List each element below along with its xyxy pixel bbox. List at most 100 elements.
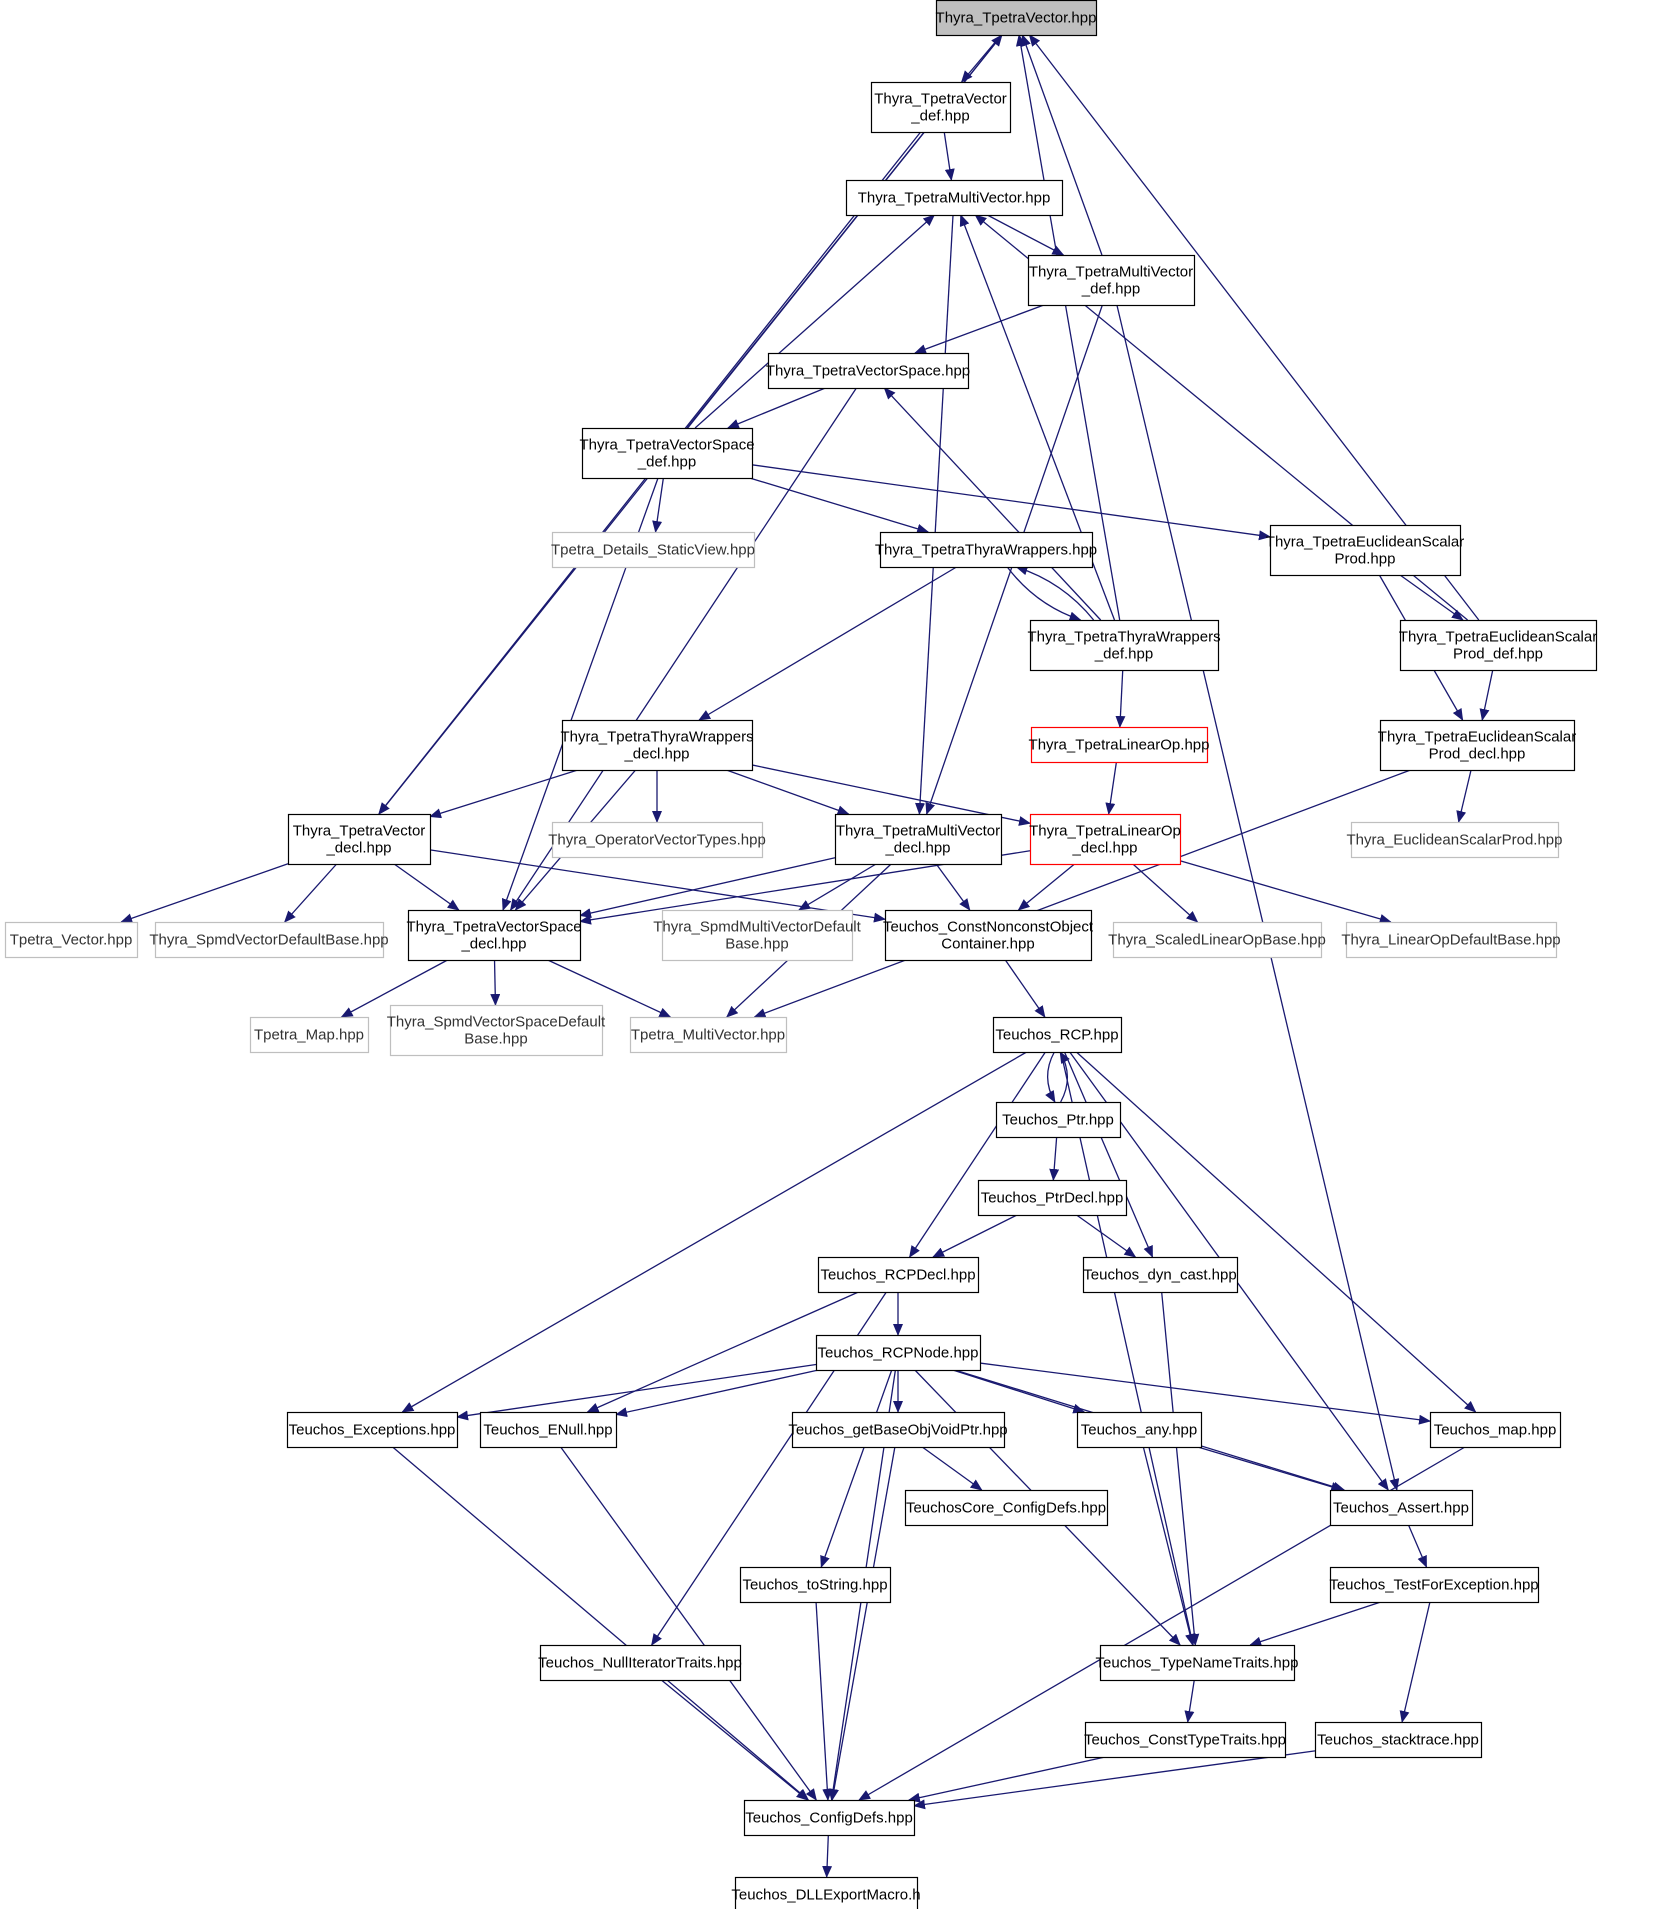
dependency-edge [392, 1446, 810, 1801]
node-label: _decl.hpp [325, 840, 391, 857]
node-label: _decl.hpp [460, 936, 526, 953]
graph-node-tpv-decl[interactable]: Thyra_TpetraVector_decl.hpp [287, 813, 432, 866]
node-label: Prod_decl.hpp [1429, 746, 1526, 763]
dependency-edge [1076, 1214, 1137, 1258]
node-box [479, 1411, 618, 1449]
node-label: Thyra_SpmdMultiVectorDefault [653, 919, 861, 936]
graph-node-any[interactable]: Teuchos_any.hpp [1076, 1411, 1203, 1449]
node-label: Thyra_TpetraThyraWrappers [1027, 629, 1220, 646]
node-label: TeuchosCore_ConfigDefs.hpp [906, 1500, 1106, 1517]
node-label: Teuchos_ConstTypeTraits.hpp [1084, 1732, 1286, 1749]
graph-node-ovt[interactable]: Thyra_OperatorVectorTypes.hpp [548, 821, 766, 859]
graph-node-tpmv-def[interactable]: Thyra_TpetraMultiVector_def.hpp [1027, 254, 1196, 307]
graph-node-tmv[interactable]: Tpetra_MultiVector.hpp [629, 1016, 788, 1054]
graph-node-esp[interactable]: Thyra_EuclideanScalarProd.hpp [1347, 821, 1563, 859]
node-label: Teuchos_Exceptions.hpp [289, 1422, 456, 1439]
dependency-edge [490, 959, 501, 1006]
graph-node-nit[interactable]: Teuchos_NullIteratorTraits.hpp [538, 1644, 742, 1682]
graph-node-slob[interactable]: Thyra_ScaledLinearOpBase.hpp [1108, 921, 1326, 959]
graph-node-map[interactable]: Teuchos_map.hpp [1429, 1411, 1562, 1449]
graph-node-ptrdecl[interactable]: Teuchos_PtrDecl.hpp [977, 1179, 1128, 1217]
graph-node-dyncast[interactable]: Teuchos_dyn_cast.hpp [1082, 1256, 1239, 1294]
dependency-edge [1132, 863, 1199, 923]
graph-node-tpmv[interactable]: Thyra_TpetraMultiVector.hpp [845, 179, 1064, 217]
dependency-edge [393, 863, 460, 911]
node-label: Thyra_TpetraEuclideanScalar [1266, 534, 1464, 551]
graph-node-lodb[interactable]: Thyra_LinearOpDefaultBase.hpp [1341, 921, 1561, 959]
node-box [904, 1489, 1109, 1527]
dependency-edge [1399, 1601, 1431, 1723]
graph-node-tlo-decl[interactable]: Thyra_TpetraLinearOp_decl.hpp [1029, 813, 1182, 866]
node-box [879, 531, 1094, 569]
graph-node-rcp[interactable]: Teuchos_RCP.hpp [992, 1016, 1123, 1054]
node-box [1269, 524, 1462, 577]
graph-node-tnt[interactable]: Teuchos_TypeNameTraits.hpp [1096, 1644, 1299, 1682]
graph-node-ttw-def[interactable]: Thyra_TpetraThyraWrappers_def.hpp [1027, 619, 1221, 672]
graph-node-tvec[interactable]: Tpetra_Vector.hpp [4, 921, 139, 959]
dependency-edge [915, 214, 954, 815]
dependency-edge [1479, 669, 1494, 721]
node-label: Container.hpp [941, 936, 1034, 953]
node-label: Thyra_TpetraVector.hpp [936, 10, 1097, 27]
graph-node-tostring[interactable]: Teuchos_toString.hpp [739, 1566, 892, 1604]
graph-node-svdb[interactable]: Thyra_SpmdVectorDefaultBase.hpp [149, 921, 389, 959]
node-label: Prod.hpp [1335, 551, 1396, 568]
node-box [1029, 619, 1220, 672]
node-label: Thyra_TpetraVectorSpace.hpp [766, 363, 970, 380]
node-box [154, 921, 385, 959]
node-box [743, 1799, 916, 1837]
dependency-edge [1161, 1291, 1200, 1646]
graph-node-tlo[interactable]: Thyra_TpetraLinearOp.hpp [1029, 726, 1210, 764]
graph-node-enull[interactable]: Teuchos_ENull.hpp [479, 1411, 618, 1449]
dependency-edge [579, 857, 836, 918]
graph-node-tmap[interactable]: Tpetra_Map.hpp [249, 1016, 370, 1054]
graph-node-ctt[interactable]: Teuchos_ConstTypeTraits.hpp [1084, 1721, 1287, 1759]
graph-node-tpvs-def[interactable]: Thyra_TpetraVectorSpace_def.hpp [579, 427, 755, 480]
graph-node-coredefs[interactable]: TeuchosCore_ConfigDefs.hpp [904, 1489, 1109, 1527]
node-box [1029, 813, 1182, 866]
graph-node-gbovp[interactable]: Teuchos_getBaseObjVoidPtr.hpp [788, 1411, 1008, 1449]
dependency-edge [960, 34, 1002, 83]
dependency-edge [909, 1051, 1046, 1258]
graph-node-ttw[interactable]: Thyra_TpetraThyraWrappers.hpp [875, 531, 1097, 569]
graph-node-tpmv-decl[interactable]: Thyra_TpetraMultiVector_decl.hpp [834, 813, 1003, 866]
dependency-edge [1197, 1446, 1344, 1492]
graph-node-ttw-decl[interactable]: Thyra_TpetraThyraWrappers_decl.hpp [560, 719, 754, 772]
node-box [884, 909, 1093, 962]
node-box [834, 813, 1003, 866]
graph-node-dll[interactable]: Teuchos_DLLExportMacro.h [731, 1876, 921, 1909]
node-box [1314, 1721, 1483, 1759]
dependency-edge [1049, 1136, 1060, 1181]
graph-node-cfg[interactable]: Teuchos_ConfigDefs.hpp [743, 1799, 916, 1837]
dependency-edge [615, 1369, 819, 1418]
graph-node-tpvs-decl[interactable]: Thyra_TpetraVectorSpace_decl.hpp [406, 909, 582, 962]
graph-node-exc[interactable]: Teuchos_Exceptions.hpp [286, 1411, 459, 1449]
dependency-edge [1142, 1446, 1195, 1646]
graph-node-rcpdecl[interactable]: Teuchos_RCPDecl.hpp [817, 1256, 980, 1294]
graph-node-tpvs[interactable]: Thyra_TpetraVectorSpace.hpp [766, 352, 970, 390]
graph-node-tpv-def[interactable]: Thyra_TpetraVector_def.hpp [870, 81, 1012, 134]
graph-node-tfe[interactable]: Teuchos_TestForException.hpp [1329, 1566, 1540, 1604]
node-label: _def.hpp [1081, 281, 1140, 298]
graph-node-stack[interactable]: Teuchos_stacktrace.hpp [1314, 1721, 1483, 1759]
node-label: Teuchos_RCP.hpp [995, 1027, 1118, 1044]
node-box [1329, 1566, 1540, 1604]
graph-node-tpv[interactable]: Thyra_TpetraVector.hpp [936, 0, 1098, 37]
graph-node-assert[interactable]: Teuchos_Assert.hpp [1329, 1489, 1474, 1527]
node-box [1399, 619, 1598, 672]
node-box [1112, 921, 1323, 959]
graph-node-ptr[interactable]: Teuchos_Ptr.hpp [995, 1101, 1122, 1139]
dependency-edge [652, 477, 665, 533]
dependency-edge [694, 214, 936, 429]
node-label: Prod_def.hpp [1453, 646, 1543, 663]
dependency-edge [586, 1291, 859, 1413]
dependency-edge [751, 464, 1271, 541]
graph-node-rcpnode[interactable]: Teuchos_RCPNode.hpp [815, 1334, 982, 1372]
graph-node-tdsv[interactable]: Tpetra_Details_StaticView.hpp [551, 531, 756, 569]
